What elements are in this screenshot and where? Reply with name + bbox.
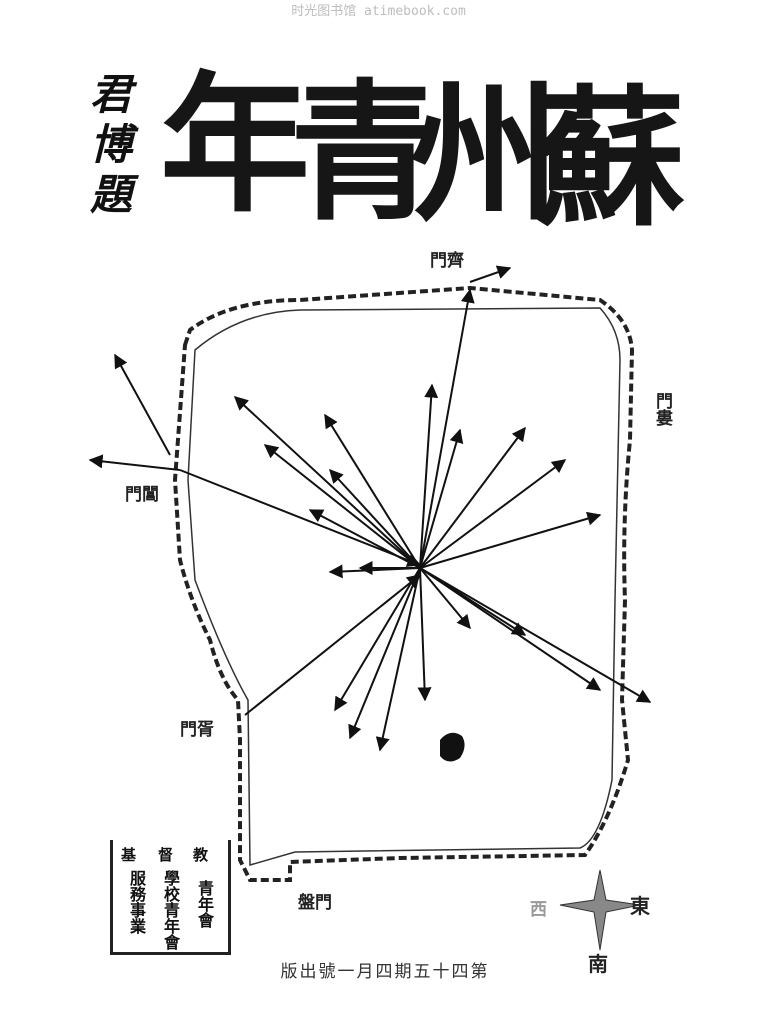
route-arrow <box>419 428 464 569</box>
route-arrow <box>419 567 602 691</box>
gate-label-north: 門齊 <box>430 251 464 271</box>
inscription-char: 君 <box>90 70 133 119</box>
stamp-col: 學校青年會 <box>161 870 180 950</box>
route-arrow <box>375 567 421 752</box>
route-arrow <box>334 567 421 712</box>
inscription-char: 題 <box>90 170 133 219</box>
title-char: 州 <box>410 67 561 243</box>
route-arrow <box>419 567 652 703</box>
route-arrow <box>324 413 421 569</box>
title-char: 蘇 <box>535 71 686 247</box>
gate-label-southwest: 門胥 <box>180 720 214 740</box>
compass-rose <box>559 869 641 951</box>
issue-line: 版出號一月四期五十四第 <box>280 962 490 982</box>
route-arrow <box>419 288 475 569</box>
stamp-col: 青年會 <box>195 880 214 928</box>
route-arrow <box>263 444 421 569</box>
route-arrow <box>179 469 422 567</box>
inscription-char: 博 <box>90 120 133 169</box>
compass-west: 西 <box>530 900 547 920</box>
stamp-head: 教 <box>193 846 209 864</box>
route-arrow <box>419 567 471 630</box>
stamp-head: 基 <box>121 846 137 864</box>
route-arrow <box>469 265 512 283</box>
route-arrow <box>419 383 439 569</box>
route-arrow <box>244 574 422 716</box>
title-char: 青 <box>290 65 441 241</box>
route-arrow <box>419 459 567 569</box>
route-arrow <box>419 511 602 569</box>
watermark: 时光图书馆 atimebook.com <box>291 4 466 19</box>
compass-south: 南 <box>588 952 608 976</box>
ink-blot <box>440 732 465 762</box>
city-wall <box>172 285 635 882</box>
route-arrow <box>329 468 421 569</box>
publisher-stamp: 基 督 教 青年會 學校青年會 服務事業 <box>110 840 231 955</box>
gate-label-west: 門閶 <box>125 485 159 505</box>
route-arrow <box>233 396 421 569</box>
route-arrow <box>348 567 421 740</box>
route-arrow <box>417 567 432 702</box>
gate-label-south: 盤門 <box>298 893 332 913</box>
stamp-head: 督 <box>158 846 174 864</box>
compass-east: 東 <box>630 894 650 918</box>
title-char: 年 <box>160 57 311 233</box>
gate-label-east: 門婁 <box>652 392 672 426</box>
route-arrow <box>88 454 181 471</box>
route-arrow <box>114 353 171 456</box>
route-arrow <box>419 426 526 569</box>
stamp-col: 服務事業 <box>127 870 146 934</box>
